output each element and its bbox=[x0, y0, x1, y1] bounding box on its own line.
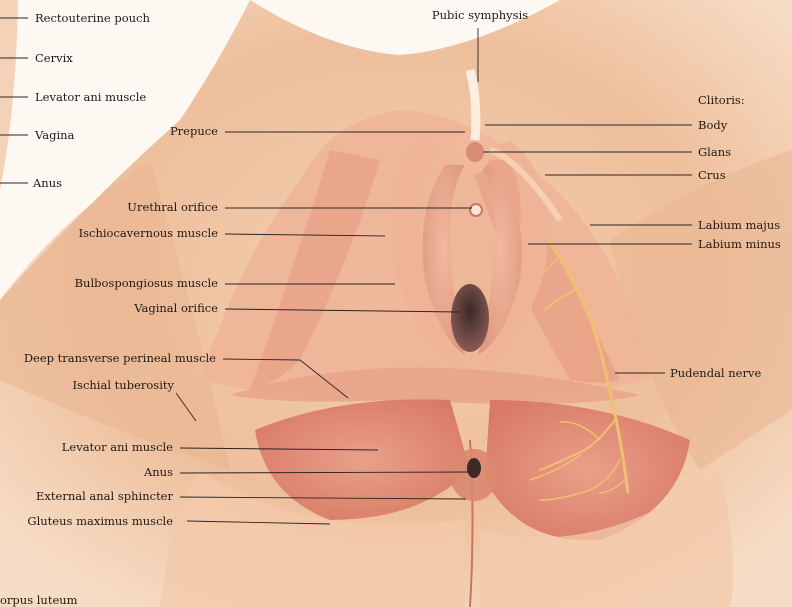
label-external-anal-sphincter: External anal sphincter bbox=[36, 489, 173, 503]
label-labium-minus: Labium minus bbox=[698, 237, 781, 251]
label-anus-top: Anus bbox=[32, 176, 62, 190]
label-pudendal-nerve: Pudendal nerve bbox=[670, 366, 761, 380]
label-corpus-luteum: orpus luteum bbox=[0, 593, 78, 607]
label-body: Body bbox=[698, 118, 728, 132]
urethral-orifice bbox=[470, 204, 482, 216]
label-anus-bottom: Anus bbox=[143, 465, 173, 479]
glans-of-clitoris bbox=[466, 142, 484, 162]
label-ischiocavernous-muscle: Ischiocavernous muscle bbox=[79, 226, 219, 240]
label-clitoris-heading: Clitoris: bbox=[698, 93, 745, 107]
label-vaginal-orifice: Vaginal orifice bbox=[133, 301, 218, 315]
label-urethral-orifice: Urethral orifice bbox=[127, 200, 218, 214]
label-prepuce: Prepuce bbox=[170, 124, 218, 138]
label-deep-transverse-perineal-muscle: Deep transverse perineal muscle bbox=[24, 351, 216, 365]
label-ischial-tuberosity: Ischial tuberosity bbox=[73, 378, 175, 392]
label-pubic-symphysis: Pubic symphysis bbox=[432, 8, 528, 22]
label-crus: Crus bbox=[698, 168, 726, 182]
label-levator-ani-muscle-bottom: Levator ani muscle bbox=[62, 440, 173, 454]
label-gluteus-maximus-muscle: Gluteus maximus muscle bbox=[27, 514, 173, 528]
vaginal-orifice bbox=[451, 284, 489, 352]
label-glans: Glans bbox=[698, 145, 731, 159]
anus bbox=[467, 458, 481, 478]
label-cervix: Cervix bbox=[35, 51, 73, 65]
label-levator-ani-muscle-top: Levator ani muscle bbox=[35, 90, 146, 104]
label-bulbospongiosus-muscle: Bulbospongiosus muscle bbox=[75, 276, 219, 290]
label-rectouterine-pouch: Rectouterine pouch bbox=[35, 11, 150, 25]
label-vagina: Vagina bbox=[34, 128, 75, 142]
label-labium-majus: Labium majus bbox=[698, 218, 780, 232]
